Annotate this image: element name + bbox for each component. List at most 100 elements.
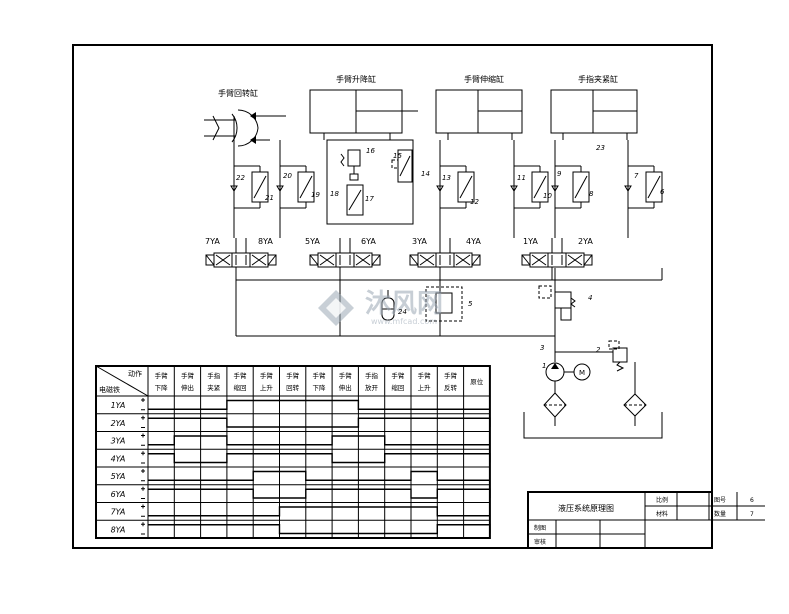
action-header-line1: 手臂 — [181, 371, 195, 380]
component-number-10: 10 — [543, 192, 552, 200]
throttle-check-20-19 — [276, 140, 315, 238]
component-number-16: 16 — [366, 147, 375, 155]
action-header-line2: 下降 — [312, 383, 326, 392]
valve-1ya-2ya — [521, 238, 593, 280]
component-number-14: 14 — [421, 170, 430, 178]
component-number-12: 12 — [470, 198, 479, 206]
solenoid-label-7ya: 7YA — [205, 237, 220, 246]
action-header-line1: 手指 — [365, 371, 379, 380]
component-number-2: 2 — [596, 346, 601, 354]
action-header-line2: 缩回 — [234, 383, 247, 392]
signal-trace-6ya — [148, 488, 491, 499]
component-number-22: 22 — [236, 174, 245, 182]
accumulator-24 — [381, 290, 395, 321]
solenoid-label-2ya: 2YA — [578, 237, 593, 246]
signal-trace-2ya — [148, 417, 491, 428]
action-header-line1: 手臂 — [260, 371, 274, 380]
checked-by-label: 审核 — [534, 538, 546, 546]
throttle-check-7-6 — [624, 140, 663, 238]
signal-trace-5ya — [148, 470, 490, 481]
action-header-line2: 放开 — [365, 383, 379, 392]
flow-control-valves — [230, 116, 663, 238]
gripper-cylinder: 手指夹紧缸 — [550, 74, 638, 140]
rotary-actuator: 手臂回转缸 — [204, 88, 286, 147]
drawing-title: 液压系统原理图 — [558, 503, 614, 513]
gripper-cylinder-label: 手指夹紧缸 — [578, 74, 618, 84]
action-header-line2: 夹紧 — [207, 383, 221, 392]
solenoid-row-label: 1YA — [111, 401, 126, 410]
title-block: 液压系统原理图 比例 材料 图号 6 数量 7 制图 审核 — [527, 491, 765, 549]
action-header-line2: 反转 — [444, 383, 458, 392]
material-label: 材料 — [656, 510, 668, 518]
component-number-4: 4 — [588, 294, 592, 302]
component-number-9: 9 — [557, 170, 562, 178]
valve-5ya-6ya — [309, 238, 381, 280]
extend-cylinder-label: 手臂伸缩缸 — [464, 74, 504, 84]
action-header-line2: 上升 — [260, 383, 274, 392]
component-number-18: 18 — [330, 190, 339, 198]
sheet-label: 图号 — [714, 497, 726, 504]
solenoid-row-label: 5YA — [111, 472, 126, 481]
quantity-value: 7 — [750, 511, 754, 518]
watermark: 沐风网 www.mfcad.com — [318, 289, 443, 326]
action-header-line1: 手指 — [207, 371, 221, 380]
solenoid-label-4ya: 4YA — [466, 237, 481, 246]
scale-label: 比例 — [656, 496, 668, 504]
action-header-line2: 上升 — [418, 383, 432, 392]
action-header-line1: 手臂 — [286, 371, 300, 380]
oil-tank — [523, 412, 663, 439]
solenoid-label-3ya: 3YA — [412, 237, 427, 246]
solenoid-row-label: 8YA — [111, 525, 126, 534]
balance-valve-block — [326, 139, 414, 225]
watermark-url: www.mfcad.com — [371, 317, 437, 326]
throttle-check-11-10 — [510, 140, 549, 238]
component-number-17: 17 — [365, 195, 374, 203]
component-number-19: 19 — [311, 191, 320, 199]
component-number-20: 20 — [283, 172, 292, 180]
watermark-logo-icon — [318, 290, 354, 326]
motor-symbol: M — [579, 369, 585, 377]
watermark-brand: 沐风网 — [365, 289, 443, 319]
component-number-5: 5 — [468, 300, 473, 308]
table-corner-solenoid: 电磁铁 — [99, 385, 120, 394]
action-header-line1: 手臂 — [155, 371, 169, 380]
drawing-frame — [72, 44, 713, 549]
solenoid-label-1ya: 1YA — [523, 237, 538, 246]
directional-valves — [205, 238, 593, 280]
action-header-line2: 下降 — [155, 383, 169, 392]
throttle-check-9-8 — [551, 140, 590, 238]
component-number-11: 11 — [517, 174, 526, 182]
drawn-by-label: 制图 — [534, 524, 546, 532]
component-number-3: 3 — [540, 344, 544, 352]
action-header-line1: 手臂 — [234, 371, 248, 380]
throttle-check-22-21 — [230, 116, 269, 238]
solenoid-sequence-table: 动作电磁铁手臂下降手臂伸出手指夹紧手臂缩回手臂上升手臂回转手臂下降手臂伸出手指放… — [95, 365, 491, 539]
solenoid-row-label: 7YA — [111, 508, 126, 517]
component-number-1: 1 — [542, 362, 546, 370]
component-number-24: 24 — [398, 308, 407, 316]
signal-trace-7ya — [148, 506, 490, 517]
component-number-8: 8 — [589, 190, 594, 198]
sheet-value: 6 — [750, 497, 754, 504]
component-number-7: 7 — [634, 172, 639, 180]
solenoid-label-8ya: 8YA — [258, 237, 273, 246]
sequence-valve-5 — [425, 286, 463, 322]
component-number-6: 6 — [660, 188, 665, 196]
component-number-23: 23 — [596, 144, 605, 152]
extend-cylinder: 手臂伸缩缸 — [435, 74, 523, 140]
solenoid-label-6ya: 6YA — [361, 237, 376, 246]
action-header-line1: 手臂 — [444, 371, 458, 380]
action-header-line1: 手臂 — [339, 371, 353, 380]
component-number-15: 15 — [393, 152, 402, 160]
action-header-line1: 手臂 — [418, 371, 432, 380]
lift-cylinder-label: 手臂升降缸 — [336, 74, 376, 84]
action-header-line2: 伸出 — [339, 383, 352, 392]
valve-3ya-4ya — [409, 238, 481, 280]
component-number-21: 21 — [265, 194, 274, 202]
signal-trace-3ya — [148, 435, 490, 446]
action-header-line2: 伸出 — [181, 383, 194, 392]
solenoid-row-label: 6YA — [111, 490, 126, 499]
signal-trace-1ya — [148, 399, 490, 410]
action-header-line2: 回转 — [286, 383, 300, 392]
